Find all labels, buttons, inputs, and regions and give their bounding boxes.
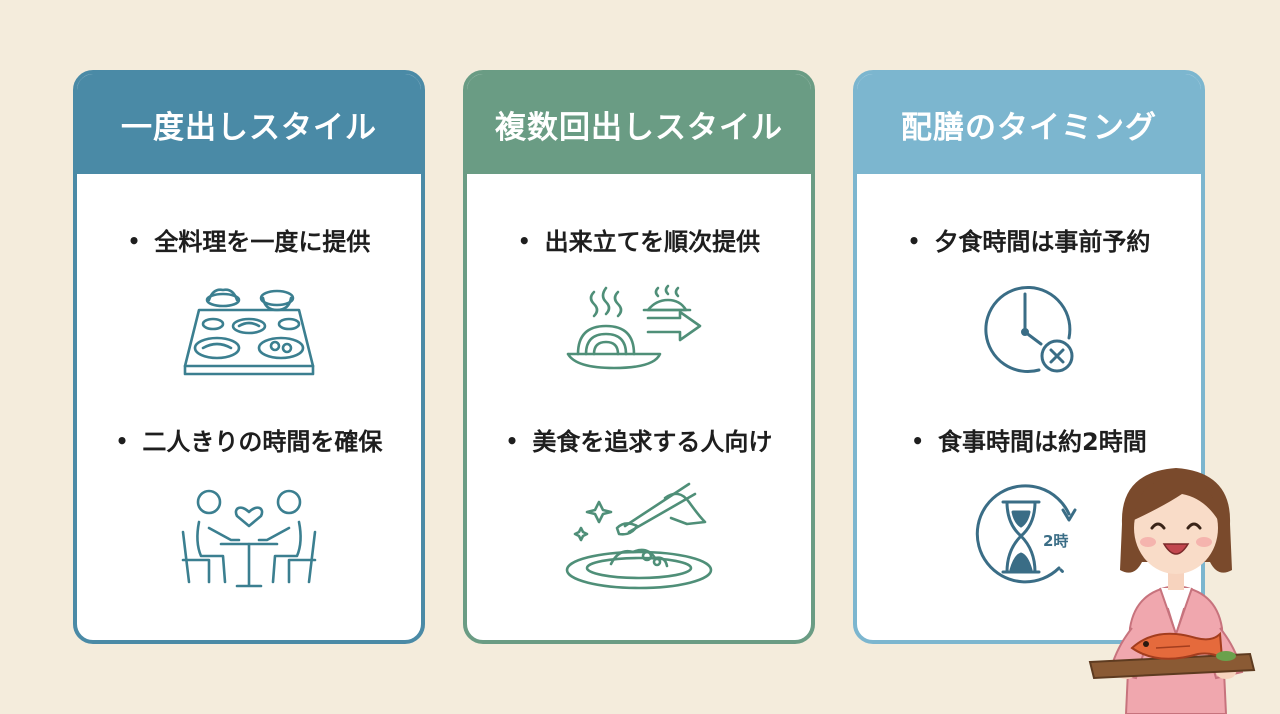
hourglass-label: 2時 <box>1043 532 1068 550</box>
bullet-text: 出来立てを順次提供 <box>544 228 761 256</box>
tray-meal-icon <box>183 288 315 376</box>
clock-cancel-icon <box>984 286 1074 373</box>
card-multiple-serving: 複数回出しスタイル • 出来立てを順次提供 • 美食を追求する人向け <box>463 70 815 644</box>
bullet-text: 食事時間は約2時間 <box>938 428 1147 456</box>
bullet-item: • 食事時間は約2時間 <box>857 422 1201 457</box>
card-body: • 夕食時間は事前予約 • 食事時間は約2時間 2時 <box>857 174 1201 640</box>
bullet-text: 全料理を一度に提供 <box>154 228 371 256</box>
bullet-item: • 全料理を一度に提供 <box>77 222 421 257</box>
card-body: • 全料理を一度に提供 • 二人きりの時間を確保 <box>77 174 421 640</box>
bullet-dot: • <box>127 229 141 253</box>
card-serving-timing: 配膳のタイミング • 夕食時間は事前予約 • 食事時間は約2時間 2時 <box>853 70 1205 644</box>
bullet-item: • 美食を追求する人向け <box>467 422 811 457</box>
bullet-dot: • <box>505 429 519 453</box>
card-title: 配膳のタイミング <box>857 74 1201 174</box>
card-title: 複数回出しスタイル <box>467 74 811 174</box>
bullet-text: 美食を追求する人向け <box>532 428 773 456</box>
bullet-dot: • <box>115 429 129 453</box>
bullet-text: 二人きりの時間を確保 <box>142 428 383 456</box>
card-body: • 出来立てを順次提供 • 美食を追求する人向け <box>467 174 811 640</box>
card-single-serving: 一度出しスタイル • 全料理を一度に提供 • 二人きりの時間を確保 <box>73 70 425 644</box>
woman-with-tray-illustration <box>1088 468 1256 714</box>
bullet-dot: • <box>911 429 925 453</box>
bullet-item: • 夕食時間は事前予約 <box>857 222 1201 257</box>
bullet-item: • 出来立てを順次提供 <box>467 222 811 257</box>
bullet-dot: • <box>517 229 531 253</box>
gourmet-chopsticks-icon <box>565 482 713 590</box>
bullet-text: 夕食時間は事前予約 <box>934 228 1151 256</box>
serving-sequence-icon <box>566 284 702 370</box>
bullet-item: • 二人きりの時間を確保 <box>77 422 421 457</box>
couple-dining-icon <box>181 489 317 588</box>
bullet-dot: • <box>907 229 921 253</box>
card-title: 一度出しスタイル <box>77 74 421 174</box>
hourglass-2h-icon: 2時 <box>975 484 1077 584</box>
